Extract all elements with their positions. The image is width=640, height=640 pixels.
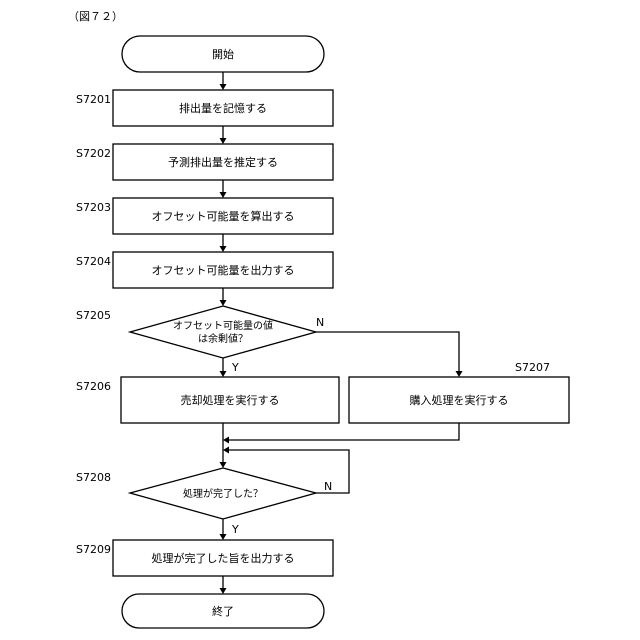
decision-text-s7208: 処理が完了した？ — [183, 487, 263, 500]
end-label: 終了 — [212, 604, 234, 618]
arrowhead — [220, 534, 227, 540]
process-text-s7202: 予測排出量を推定する — [168, 155, 278, 169]
step-id-s7207: S7207 — [515, 361, 550, 374]
decision-yes-label-s7205: Y — [231, 361, 239, 374]
step-id-s7204: S7204 — [76, 255, 111, 268]
figure-label: （図７２） — [68, 10, 123, 23]
process-text-s7204: オフセット可能量を出力する — [152, 263, 295, 277]
arrowhead — [456, 371, 463, 377]
start-label: 開始 — [212, 47, 234, 61]
step-id-s7206: S7206 — [76, 380, 111, 393]
arrowhead — [223, 447, 229, 454]
decision-yes-label-s7208: Y — [231, 523, 239, 536]
arrowhead — [220, 300, 227, 306]
process-text-s7207: 購入処理を実行する — [410, 393, 509, 407]
decision-text-s7205-line2: は余剰値？ — [198, 332, 248, 345]
arrowhead — [220, 84, 227, 90]
arrowhead — [223, 437, 229, 444]
step-id-s7209: S7209 — [76, 543, 111, 556]
step-id-s7201: S7201 — [76, 93, 111, 106]
decision-no-label-s7208: N — [324, 480, 332, 493]
decision-s7205 — [130, 306, 316, 358]
arrowhead — [220, 192, 227, 198]
step-id-s7205: S7205 — [76, 309, 111, 322]
arrowhead — [220, 371, 227, 377]
step-id-s7203: S7203 — [76, 201, 111, 214]
decision-no-label-s7205: N — [316, 316, 324, 329]
process-text-s7201: 排出量を記憶する — [179, 101, 267, 115]
step-id-s7208: S7208 — [76, 471, 111, 484]
arrowhead — [220, 138, 227, 144]
process-text-s7206: 売却処理を実行する — [181, 393, 280, 407]
step-id-s7202: S7202 — [76, 147, 111, 160]
connector-s7207-merge — [229, 423, 459, 440]
arrowhead — [220, 588, 227, 594]
process-text-s7203: オフセット可能量を算出する — [152, 209, 295, 223]
arrowhead — [220, 462, 227, 468]
connector-s7205-s7207 — [316, 332, 459, 371]
process-text-s7209: 処理が完了した旨を出力する — [152, 551, 295, 565]
arrowhead — [220, 246, 227, 252]
decision-text-s7205-line1: オフセット可能量の値 — [173, 319, 273, 332]
